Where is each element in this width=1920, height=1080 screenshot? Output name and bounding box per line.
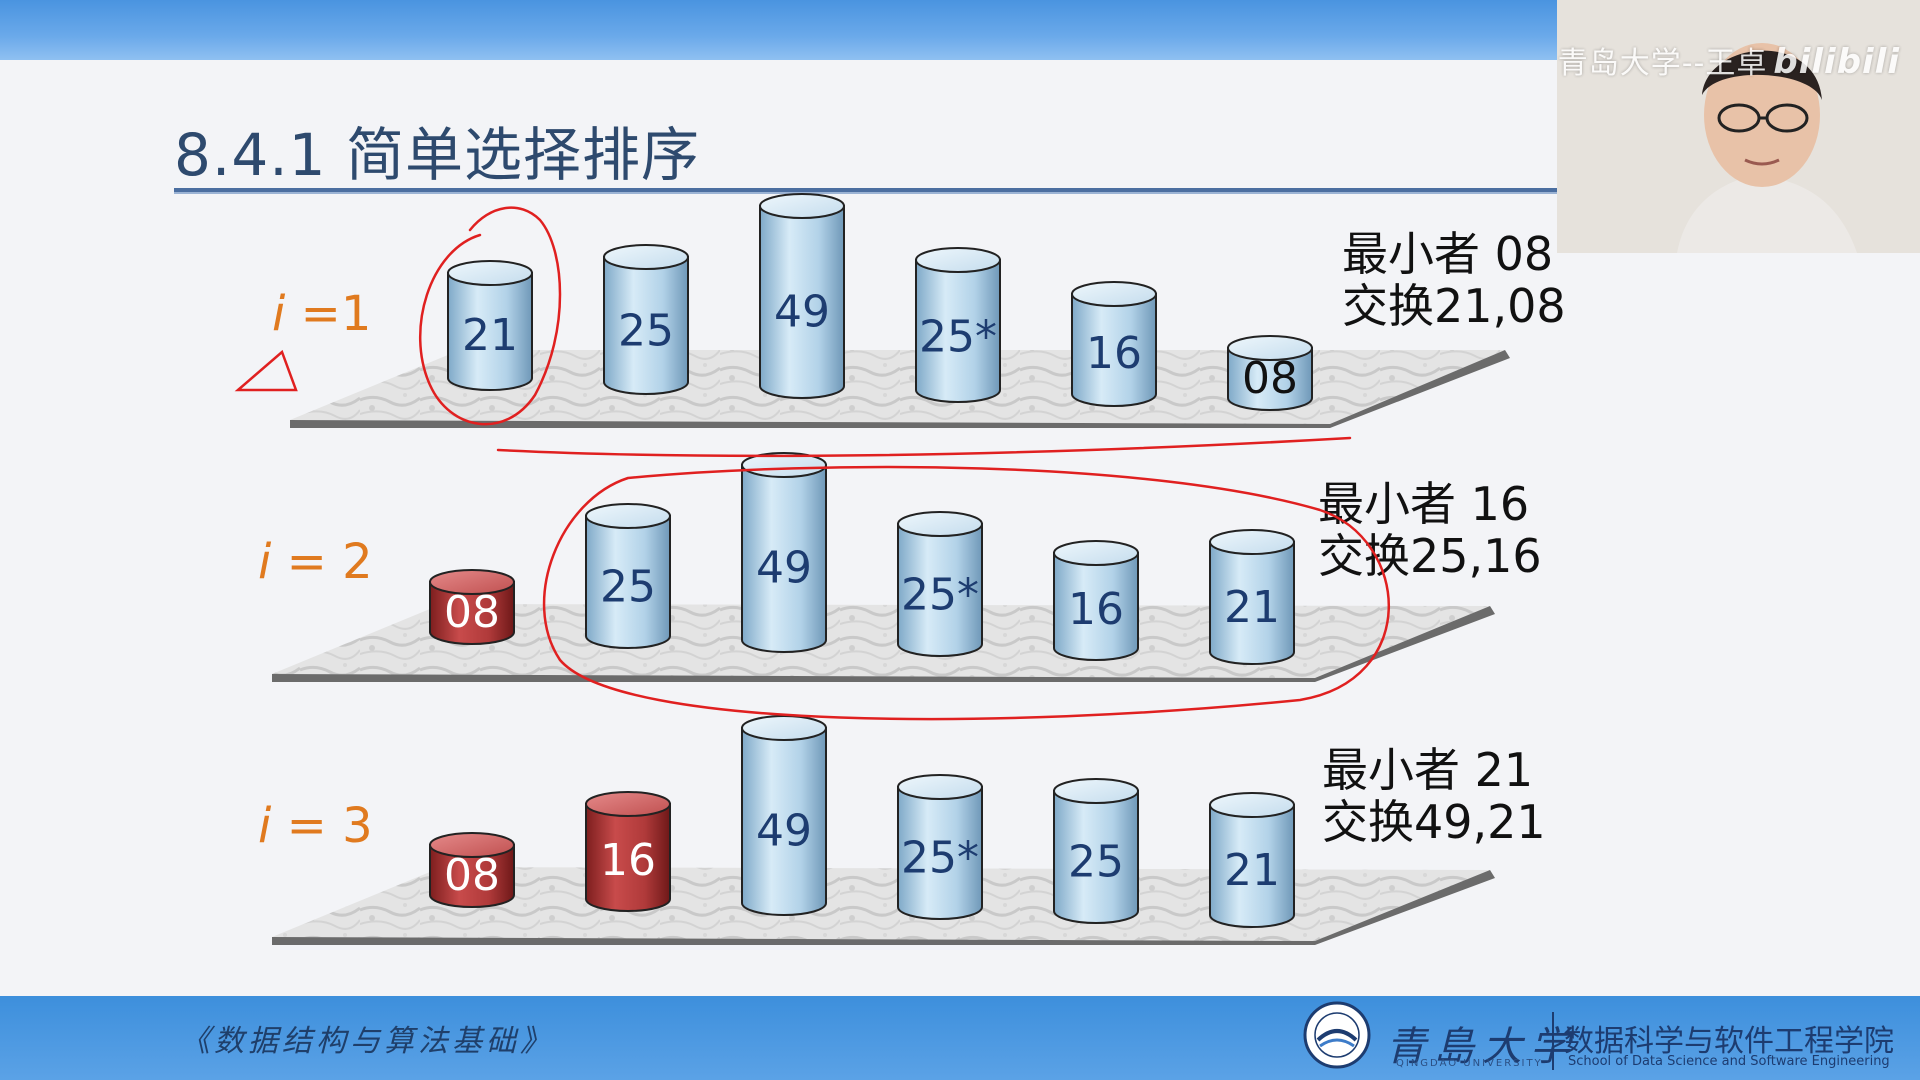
cylinder: 49 (759, 193, 845, 399)
footer-divider (1552, 1012, 1554, 1070)
cylinder-value: 25* (901, 570, 979, 621)
cylinder: 25* (897, 511, 983, 657)
cylinder: 49 (741, 452, 827, 653)
swap-note: 交换21,08 (1342, 279, 1566, 333)
cylinder-value: 21 (1224, 845, 1280, 896)
platform-surface (290, 350, 1505, 424)
school-name-en: School of Data Science and Software Engi… (1568, 1054, 1890, 1069)
cylinder-value: 21 (1224, 582, 1280, 633)
min-note: 最小者 16 (1318, 477, 1529, 531)
sorted-cylinder: 08 (429, 569, 515, 645)
cylinder: 25* (897, 774, 983, 920)
cylinder: 21 (1209, 529, 1295, 665)
cylinder-value: 16 (600, 835, 656, 886)
cylinder-value: 21 (462, 310, 518, 361)
triangle-annotation (234, 349, 298, 392)
university-name: 青島大学 (1386, 1024, 1578, 1070)
cylinder-value: 08 (444, 850, 500, 901)
cylinder: 25* (915, 247, 1001, 403)
swap-note: 交换49,21 (1322, 795, 1546, 849)
cylinder: 21 (447, 260, 533, 391)
circle-annotation-21 (418, 206, 562, 426)
min-note: 最小者 08 (1342, 227, 1553, 281)
cylinder-value: 25 (1068, 837, 1124, 888)
cylinder: 21 (1209, 792, 1295, 928)
school-name: 数据科学与软件工程学院 (1564, 1024, 1894, 1059)
sorted-cylinder: 16 (585, 791, 671, 912)
book-title: 《数据结构与算法基础》 (180, 1024, 554, 1059)
cylinder-value: 16 (1086, 328, 1142, 379)
cylinder: 16 (1071, 281, 1157, 407)
cylinder-value: 25* (919, 311, 997, 362)
cylinder-value: 25 (600, 562, 656, 613)
cylinder: 25 (603, 244, 689, 395)
cylinder: 25 (585, 503, 671, 649)
watermark-text: 青岛大学--王卓 (1557, 46, 1768, 81)
pass-index-label: i =1 (272, 286, 371, 342)
university-seal-icon (1303, 1001, 1371, 1069)
bilibili-logo: bilibili (1773, 42, 1900, 82)
min-note: 最小者 21 (1322, 743, 1533, 797)
cylinder-value: 16 (1068, 584, 1124, 635)
underline-annotation (496, 436, 1352, 458)
red-annotations (234, 206, 1390, 721)
cylinder-value: 08 (1242, 353, 1298, 404)
university-name-en: QINGDAO UNIVERSITY (1396, 1058, 1543, 1069)
cylinder-value: 08 (444, 587, 500, 638)
presenter-figure (1557, 0, 1920, 253)
circle-annotation-row2 (542, 465, 1390, 721)
cylinder: 08 (1227, 335, 1313, 411)
cylinder-value: 49 (774, 286, 830, 337)
slide-title: 8.4.1 简单选择排序 (174, 121, 701, 189)
pass-index-label: i = 2 (258, 534, 373, 590)
cylinder-value: 25 (618, 306, 674, 357)
cylinder: 25 (1053, 778, 1139, 924)
pass-index-label: i = 3 (258, 798, 373, 854)
platform-edge (272, 870, 1495, 945)
slide-footer-bar (0, 996, 1920, 1080)
cylinder-value: 49 (756, 806, 812, 857)
cylinder-value: 25* (901, 833, 979, 884)
swap-note: 交换25,16 (1318, 529, 1542, 583)
cylinder: 16 (1053, 540, 1139, 661)
platform-surface (272, 604, 1490, 678)
title-underline (174, 188, 1558, 194)
cylinder: 49 (741, 715, 827, 916)
sorted-cylinder: 08 (429, 832, 515, 908)
cylinder-value: 49 (756, 543, 812, 594)
platform-surface (272, 867, 1490, 941)
